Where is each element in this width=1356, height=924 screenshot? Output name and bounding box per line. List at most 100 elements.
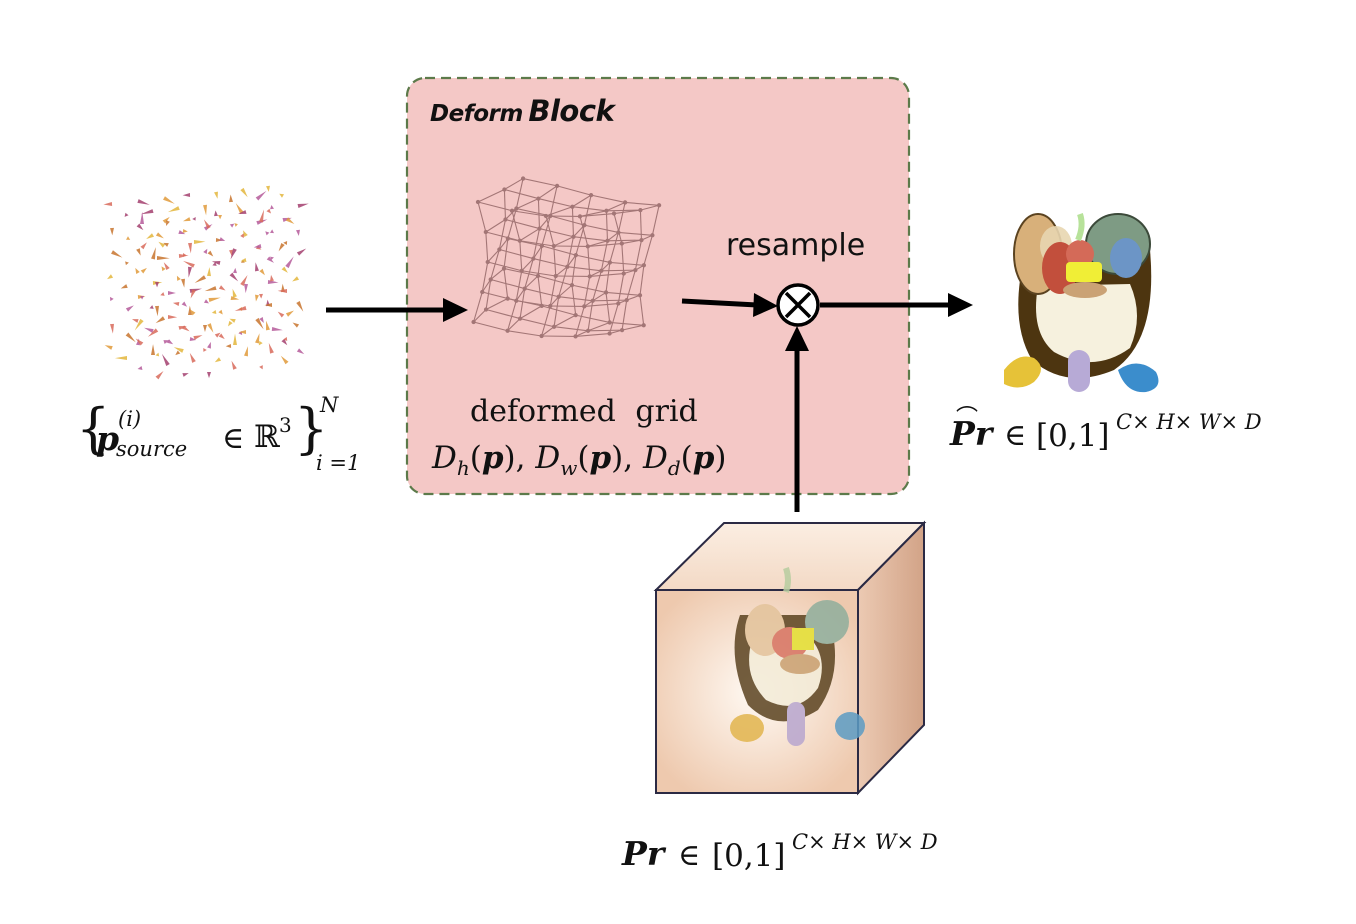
grid-edge xyxy=(485,279,492,310)
grid-edge xyxy=(511,210,521,241)
grid-edge xyxy=(553,326,589,332)
grid-node xyxy=(514,206,519,211)
grid-edge xyxy=(588,329,623,332)
vector-arrow xyxy=(207,267,211,277)
grid-edge xyxy=(605,210,609,241)
grid-node xyxy=(641,323,646,328)
vector-arrow xyxy=(167,291,176,295)
grid-node xyxy=(605,238,610,243)
vector-arrow xyxy=(229,272,239,282)
vector-arrow xyxy=(255,262,259,272)
vector-arrow xyxy=(244,283,248,294)
vector-arrow xyxy=(181,325,190,332)
vector-arrow xyxy=(266,208,272,214)
vector-arrow xyxy=(166,220,170,227)
grid-node xyxy=(501,266,507,271)
grid-node xyxy=(556,294,561,299)
grid-node xyxy=(633,267,638,273)
grid-node xyxy=(505,328,510,333)
vector-arrow xyxy=(203,324,207,333)
grid-edge xyxy=(567,266,602,272)
grid-edge xyxy=(521,258,534,272)
grid-edge xyxy=(473,321,508,332)
grid-edge xyxy=(626,294,641,301)
grid-edge xyxy=(587,242,622,247)
vector-arrow xyxy=(193,240,206,244)
vector-arrow xyxy=(183,260,195,268)
vector-arrow xyxy=(114,356,128,360)
grid-node xyxy=(616,230,621,235)
vector-arrow xyxy=(230,248,237,260)
vector-arrow xyxy=(283,337,288,341)
grid-edge xyxy=(505,208,517,220)
resample-label: resample xyxy=(726,228,866,263)
grid-node xyxy=(565,264,570,269)
grid-edge xyxy=(609,321,644,326)
vector-arrow xyxy=(292,276,300,282)
arrow-grid-to-resample xyxy=(681,293,778,317)
vector-arrow xyxy=(234,223,238,227)
grid-edge xyxy=(643,235,653,266)
grid-edge xyxy=(583,276,591,307)
vector-arrow xyxy=(203,348,207,352)
grid-edge xyxy=(519,318,555,328)
vector-arrow xyxy=(242,230,248,237)
vector-arrow xyxy=(135,267,140,274)
vector-arrow xyxy=(125,305,134,312)
grid-node xyxy=(656,203,662,208)
grid-edge xyxy=(541,215,551,247)
block-title-word2: Block xyxy=(528,94,615,128)
grid-edge xyxy=(519,288,526,319)
grid-node xyxy=(590,298,595,303)
grid-edge xyxy=(609,232,619,263)
vector-arrow xyxy=(189,309,196,316)
vector-arrow xyxy=(285,256,294,269)
grid-edge xyxy=(503,238,509,269)
grid-node xyxy=(641,263,647,268)
vector-arrow xyxy=(229,194,233,203)
grid-edge xyxy=(592,270,602,301)
vector-arrow xyxy=(255,294,259,302)
grid-edge xyxy=(605,292,611,323)
grid-edge xyxy=(566,254,577,268)
grid-edge xyxy=(573,224,585,238)
grid-edge xyxy=(481,279,492,293)
grid-node xyxy=(621,271,626,276)
grid-edge xyxy=(575,330,589,337)
grid-edge xyxy=(587,321,610,332)
source-points-formula: { p (i) source ∈ ℝ 3 } N i =1 xyxy=(76,393,361,475)
grid-edge xyxy=(532,245,543,259)
vector-arrow xyxy=(189,352,196,363)
grid-node xyxy=(536,196,541,201)
vector-arrow xyxy=(207,371,211,379)
vector-arrow xyxy=(140,295,144,300)
grid-edge xyxy=(550,215,585,226)
grid-node xyxy=(480,289,485,295)
grid-edge xyxy=(592,291,607,302)
grid-node xyxy=(548,303,553,309)
grid-node xyxy=(539,333,544,339)
grid-edge xyxy=(541,326,555,337)
grid-edge xyxy=(600,240,609,271)
vector-arrow xyxy=(228,320,233,327)
output-organ-rendering xyxy=(1004,213,1159,393)
vector-arrow xyxy=(277,311,285,318)
grid-edge xyxy=(555,266,568,277)
vector-arrow xyxy=(151,247,156,260)
vector-arrow xyxy=(281,338,288,346)
vector-arrow xyxy=(283,241,288,245)
vector-arrow xyxy=(297,203,309,208)
grid-edge xyxy=(524,275,539,289)
vector-arrow xyxy=(188,242,192,254)
vector-arrow xyxy=(240,258,247,262)
grid-edge xyxy=(498,238,509,250)
vector-arrow xyxy=(219,237,226,241)
vector-arrow xyxy=(285,217,295,224)
grid-edge xyxy=(553,296,560,327)
vector-arrow xyxy=(160,292,165,296)
grid-edge xyxy=(477,188,505,203)
grid-edge xyxy=(558,266,568,297)
grid-node xyxy=(539,243,545,249)
vector-arrow xyxy=(155,305,159,317)
vector-arrow xyxy=(207,250,214,257)
